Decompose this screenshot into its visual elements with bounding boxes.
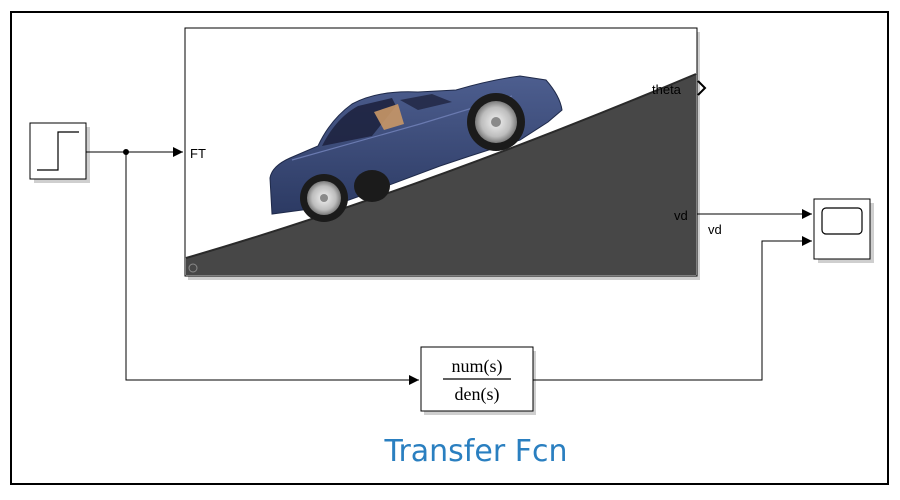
transfer-fcn-block[interactable]: num(s) den(s)	[420, 346, 536, 415]
port-theta-label: theta	[652, 82, 682, 97]
port-ft-label: FT	[190, 146, 206, 161]
subsystem-badge-icon	[188, 263, 198, 273]
signal-vd-label: vd	[708, 222, 722, 237]
port-vd-label: vd	[674, 208, 688, 223]
signal-transfer-fcn-to-scope[interactable]	[533, 236, 812, 381]
transfer-fcn-denominator: den(s)	[455, 384, 500, 405]
scope-block[interactable]	[813, 198, 874, 263]
step-icon	[37, 131, 79, 171]
vehicle-subsystem-block[interactable]: FT theta vd	[184, 27, 707, 280]
transfer-fcn-caption: Transfer Fcn	[384, 434, 568, 469]
scope-icon	[821, 207, 863, 235]
step-block[interactable]	[29, 122, 90, 183]
transfer-fcn-numerator: num(s)	[452, 356, 503, 377]
car-icon	[269, 75, 563, 222]
port-theta-chevron-icon	[697, 80, 707, 96]
signal-step-to-transfer-fcn[interactable]	[125, 152, 419, 385]
